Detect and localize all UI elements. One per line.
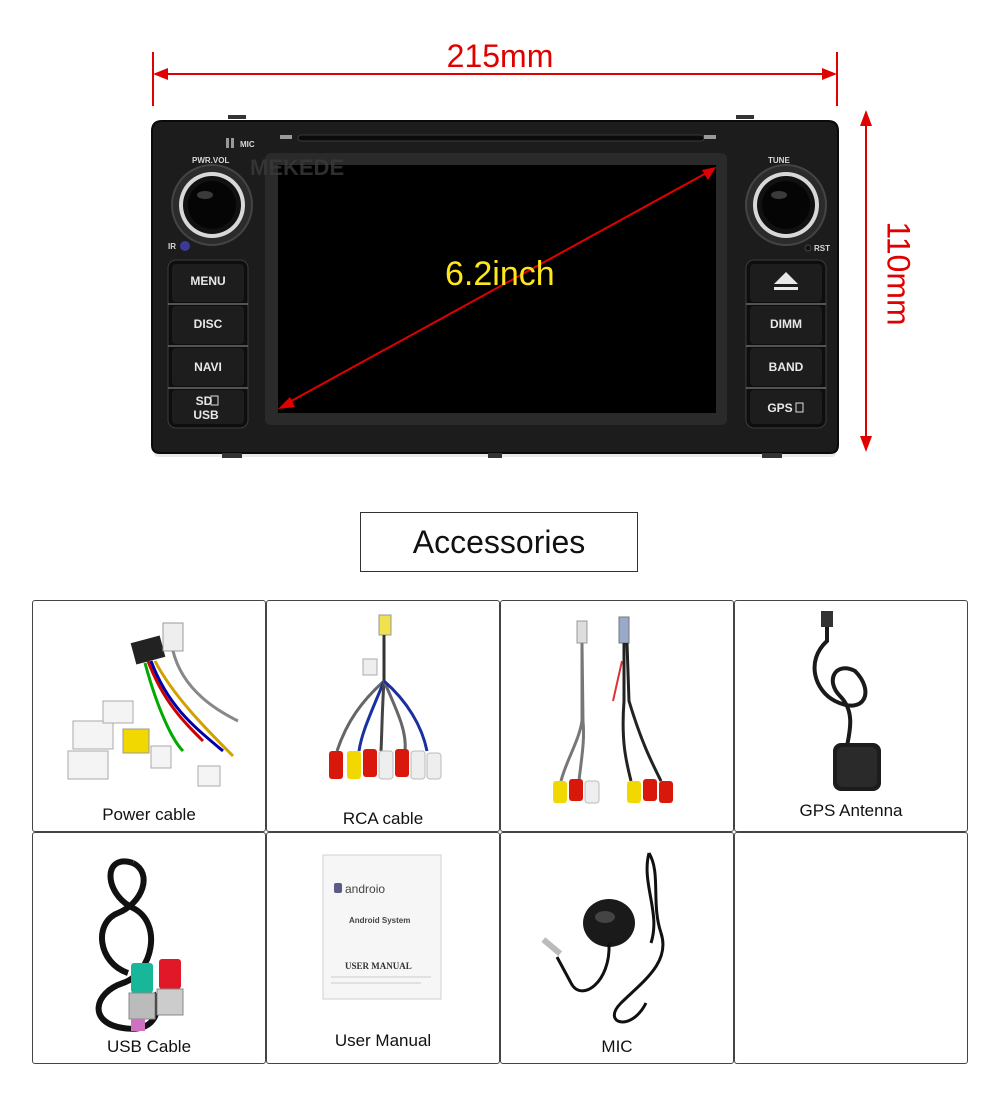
dimension-lines bbox=[152, 52, 872, 452]
accessory-gps-antenna: GPS Antenna bbox=[734, 600, 968, 832]
band-button[interactable]: BAND bbox=[750, 348, 822, 386]
rca-cable-icon bbox=[329, 614, 442, 780]
gps-antenna-icon bbox=[812, 611, 881, 791]
disc-button[interactable]: DISC bbox=[172, 306, 244, 344]
ir-label: IR bbox=[168, 242, 176, 251]
usb-cable-icon bbox=[95, 858, 184, 1032]
accessory-power-cable: Power cable bbox=[32, 600, 266, 832]
accessory-label: GPS Antenna bbox=[799, 801, 903, 820]
accessory-label: User Manual bbox=[334, 1031, 432, 1050]
svg-text:DISC: DISC bbox=[194, 317, 223, 331]
accessory-label: Power cable bbox=[102, 805, 196, 824]
accessory-av-cables bbox=[500, 600, 734, 832]
svg-text:DIMM: DIMM bbox=[770, 317, 802, 331]
av-cable-icon bbox=[553, 616, 673, 804]
accessories-title: Accessories bbox=[360, 512, 638, 572]
manual-brand: androio bbox=[345, 882, 385, 896]
accessory-user-manual: androio Android System USER MANUAL User … bbox=[266, 832, 500, 1064]
user-manual-icon: androio Android System USER MANUAL bbox=[322, 854, 442, 1000]
accessory-empty-slot bbox=[734, 832, 968, 1064]
menu-button[interactable]: MENU bbox=[172, 264, 244, 302]
dimm-button[interactable]: DIMM bbox=[750, 306, 822, 344]
sd-usb-button[interactable]: SD USB bbox=[172, 390, 244, 424]
rst-label: RST bbox=[814, 244, 830, 253]
mic-port-label: MIC bbox=[240, 140, 255, 149]
manual-subtitle: Android System bbox=[349, 916, 410, 925]
tune-knob[interactable] bbox=[745, 164, 827, 246]
accessory-label: RCA cable bbox=[342, 809, 424, 828]
car-stereo-head-unit: MIC MEKEDE PWR.VOL IR TUNE RST MENU bbox=[151, 115, 839, 458]
width-dimension-label: 215mm bbox=[446, 38, 554, 74]
power-cable-icon bbox=[67, 622, 239, 787]
svg-text:SD: SD bbox=[196, 394, 213, 408]
manual-title: USER MANUAL bbox=[345, 961, 412, 971]
knob-left-label: PWR.VOL bbox=[192, 156, 229, 165]
gps-button[interactable]: GPS bbox=[750, 390, 822, 424]
screen-size-label: 6.2inch bbox=[445, 255, 555, 293]
svg-text:MENU: MENU bbox=[190, 274, 225, 288]
svg-text:USB: USB bbox=[193, 408, 219, 422]
brand-watermark: MEKEDE bbox=[250, 155, 344, 180]
accessory-label: MIC bbox=[601, 1037, 633, 1056]
svg-text:GPS: GPS bbox=[767, 401, 792, 415]
volume-knob[interactable] bbox=[171, 164, 253, 246]
accessory-usb-cable: USB Cable bbox=[32, 832, 266, 1064]
height-dimension-label: 110mm bbox=[880, 221, 917, 326]
accessory-label: USB Cable bbox=[106, 1037, 192, 1056]
knob-right-label: TUNE bbox=[768, 156, 790, 165]
mic-icon bbox=[541, 852, 665, 1024]
svg-text:BAND: BAND bbox=[769, 360, 804, 374]
accessory-rca-cable: RCA cable bbox=[266, 600, 500, 832]
left-button-panel: MENU DISC NAVI SD USB bbox=[167, 259, 249, 429]
eject-icon bbox=[774, 272, 798, 284]
eject-button[interactable] bbox=[750, 264, 822, 302]
right-button-panel: DIMM BAND GPS bbox=[745, 259, 827, 429]
accessory-mic: MIC bbox=[500, 832, 734, 1064]
navi-button[interactable]: NAVI bbox=[172, 348, 244, 386]
svg-text:NAVI: NAVI bbox=[194, 360, 222, 374]
